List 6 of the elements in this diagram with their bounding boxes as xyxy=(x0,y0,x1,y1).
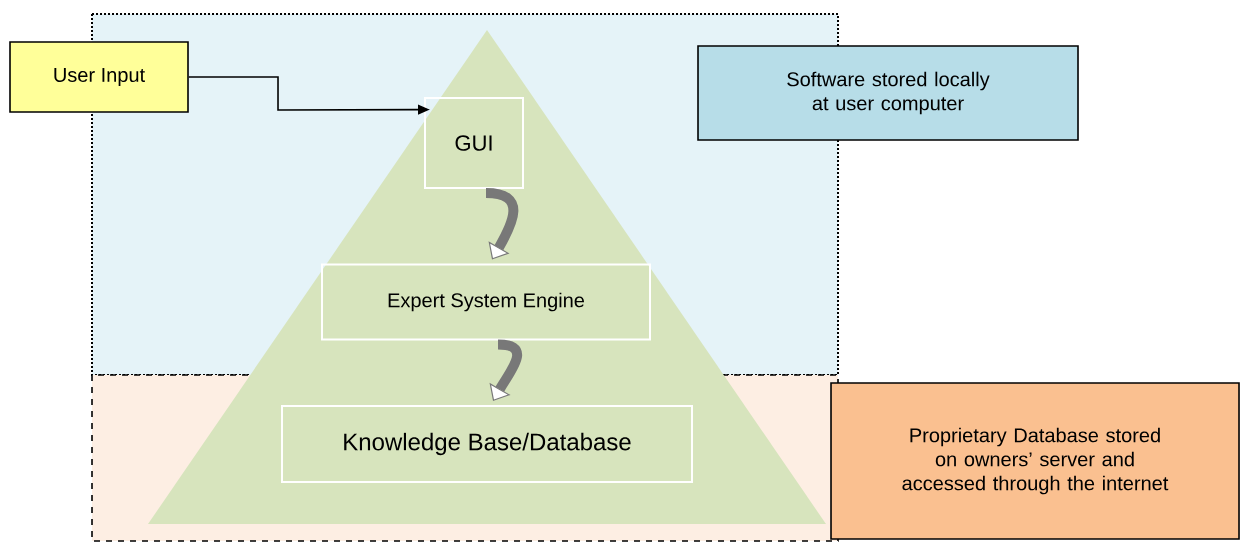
layer-box: Expert System Engine xyxy=(321,263,651,341)
note-box: Software stored locally at user computer xyxy=(697,45,1079,141)
input-box: User Input xyxy=(9,41,189,113)
layer-box: GUI xyxy=(424,97,524,189)
note-box: Proprietary Database stored on owners’ server and accessed through the internet xyxy=(830,382,1240,540)
layer-box: Knowledge Base/Database xyxy=(281,405,693,483)
